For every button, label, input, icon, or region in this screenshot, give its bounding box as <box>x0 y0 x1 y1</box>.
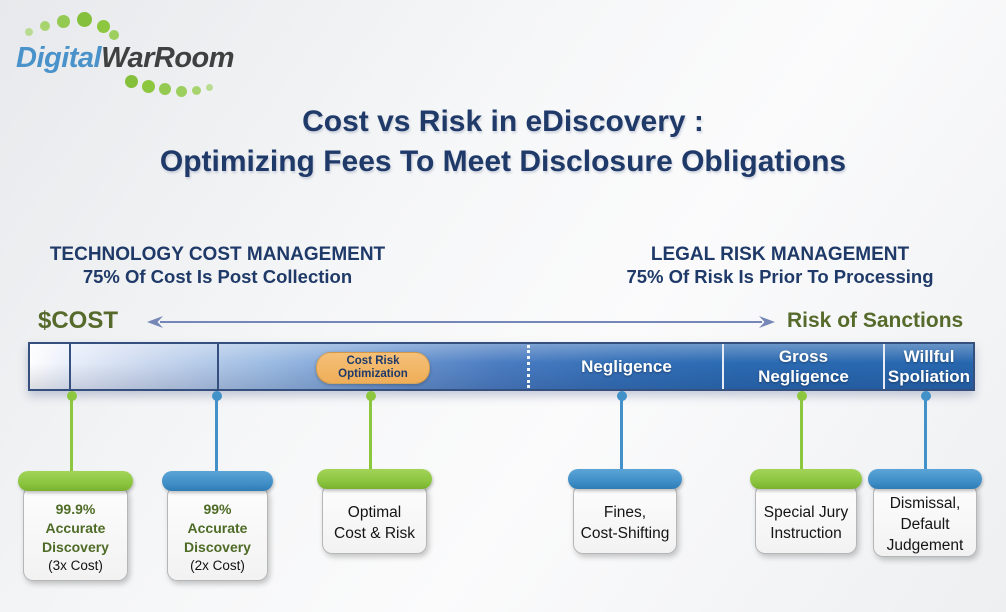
connector-line <box>215 399 218 472</box>
callout-line: Optimal <box>347 504 402 521</box>
page-title-line2: Optimizing Fees To Meet Disclosure Oblig… <box>159 145 847 178</box>
callout-card-fines-cost-shifting: Fines, Cost-Shifting <box>573 484 677 554</box>
logo-dot <box>109 30 119 40</box>
callout-line: 99.9% <box>55 501 96 517</box>
legal-risk-heading: LEGAL RISK MANAGEMENT 75% Of Risk Is Pri… <box>590 243 970 288</box>
callout-line: Cost-Shifting <box>580 525 670 542</box>
callout-line: Judgement <box>886 537 964 554</box>
brand-name-warroom: WarRoom <box>101 42 235 74</box>
callout-card-999-accurate: 99.9% Accurate Discovery (3x Cost) <box>23 486 128 581</box>
connector-line <box>620 399 623 470</box>
callout-tab <box>750 469 862 489</box>
callout-card-dismissal-default: Dismissal, Default Judgement <box>873 484 977 557</box>
callout-line: Accurate <box>45 520 106 536</box>
connector-dot <box>617 391 627 401</box>
logo-dot <box>176 86 187 97</box>
logo-dot <box>77 12 92 27</box>
callout-line: Instruction <box>770 525 842 542</box>
callout-tab <box>162 471 273 491</box>
technology-cost-heading-line1: TECHNOLOGY COST MANAGEMENT <box>49 244 386 265</box>
callout-line: Special Jury <box>763 504 849 521</box>
segment-separator <box>722 344 724 389</box>
pill-line2: Optimization <box>338 368 408 380</box>
callout-line: Discovery <box>42 539 109 555</box>
segment-negligence: Negligence <box>581 356 672 376</box>
callout-line: Accurate <box>187 520 248 536</box>
connector-line <box>924 399 927 470</box>
callout-card-special-jury: Special Jury Instruction <box>755 484 857 554</box>
logo-dot <box>206 84 213 91</box>
callout-tab <box>317 469 432 489</box>
callout-note: (2x Cost) <box>190 558 245 573</box>
technology-cost-heading: TECHNOLOGY COST MANAGEMENT 75% Of Cost I… <box>20 243 415 288</box>
logo-dot <box>125 75 138 88</box>
logo-dot <box>142 80 155 93</box>
logo-dot <box>97 20 110 33</box>
callout-tab <box>568 469 682 489</box>
callout-note: (3x Cost) <box>48 558 103 573</box>
connector-dot <box>366 391 376 401</box>
cost-risk-boundary-dotted-line <box>527 345 530 388</box>
connector-dot <box>212 391 222 401</box>
legal-risk-heading-line2: 75% Of Risk Is Prior To Processing <box>626 266 934 287</box>
callout-line: Dismissal, <box>889 495 961 512</box>
callout-tab <box>868 469 982 489</box>
pill-line1: Cost Risk <box>346 355 400 367</box>
callout-line: 99% <box>203 501 232 517</box>
brand-name: DigitalWarRoom <box>16 42 235 75</box>
connector-line <box>369 400 372 470</box>
logo-dot <box>25 28 33 36</box>
callout-line: Default <box>900 516 950 533</box>
risk-axis-label: Risk of Sanctions <box>787 309 964 332</box>
connector-line <box>70 399 73 472</box>
callout-tab <box>18 471 133 491</box>
cost-tick-divider <box>69 344 71 389</box>
callout-card-optimal-cost-risk: Optimal Cost & Risk <box>322 484 427 554</box>
connector-dot <box>797 391 807 401</box>
cost-tick-divider <box>217 344 219 389</box>
connector-dot <box>67 391 77 401</box>
callout-line: Cost & Risk <box>334 525 415 542</box>
connector-dot <box>921 391 931 401</box>
page-title-line1: Cost vs Risk in eDiscovery : <box>302 105 704 138</box>
connector-line <box>800 399 803 470</box>
logo-dot <box>57 15 70 28</box>
legal-risk-heading-line1: LEGAL RISK MANAGEMENT <box>650 244 910 265</box>
callout-line: Fines, <box>603 504 647 521</box>
cost-axis-label: $COST <box>38 307 119 334</box>
cost-risk-spectrum-bar: Negligence Gross Negligence Willful Spol… <box>28 342 975 391</box>
callout-line: Discovery <box>184 539 251 555</box>
page-title: Cost vs Risk in eDiscovery : Optimizing … <box>0 102 1006 182</box>
logo-dot <box>40 21 50 31</box>
logo-dot <box>192 86 201 95</box>
logo-dot <box>159 83 171 95</box>
brand-name-digital: Digital <box>16 42 102 74</box>
cost-risk-optimization-badge: Cost Risk Optimization <box>316 352 430 384</box>
double-arrow-icon <box>147 316 775 328</box>
callout-card-99-accurate: 99% Accurate Discovery (2x Cost) <box>167 486 268 581</box>
segment-separator <box>883 344 885 389</box>
segment-gross-negligence: Gross Negligence <box>758 346 849 386</box>
segment-willful-spoliation: Willful Spoliation <box>887 346 971 386</box>
technology-cost-heading-line2: 75% Of Cost Is Post Collection <box>82 266 353 287</box>
